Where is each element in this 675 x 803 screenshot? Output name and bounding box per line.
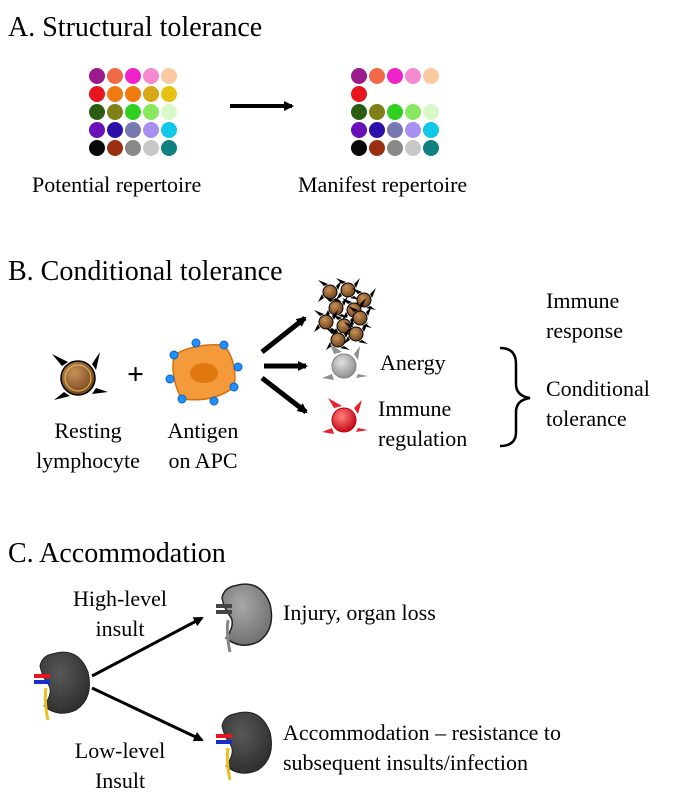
repertoire-dot [405,140,421,156]
regulatory-cell-icon [322,398,368,434]
antigen-label-1: Antigen [167,418,239,443]
repertoire-dot [387,68,403,84]
immune-response-label-2: response [546,318,623,343]
repertoire-dot [161,122,177,138]
repertoire-dot [423,104,439,120]
repertoire-dot [369,122,385,138]
repertoire-dot [369,104,385,120]
repertoire-dot [351,140,367,156]
manifest-repertoire-label: Manifest repertoire [298,172,468,197]
repertoire-dot [143,104,159,120]
repertoire-dot [107,86,123,102]
high-level-insult-label-2: insult [95,616,145,641]
repertoire-dot [125,68,141,84]
resting-label-1: Resting [54,418,122,443]
proliferating-cell [336,278,360,300]
accommodation-label-2: subsequent insults/infection [283,750,529,775]
plus-sign: + [127,358,145,391]
repertoire-dot [107,68,123,84]
resting-label-2: lymphocyte [36,448,140,473]
antigen-label-2: on APC [168,448,238,473]
repertoire-dot [161,86,177,102]
repertoire-dot [405,122,421,138]
antigen-presenting-cell-icon [165,338,243,406]
low-level-insult-label-2: Insult [94,768,146,793]
repertoire-dot [89,122,105,138]
repertoire-dot [107,140,123,156]
repertoire-dot [125,122,141,138]
high-level-insult-label-1: High-level [72,586,168,611]
section-b-title: B. Conditional tolerance [8,256,283,287]
arrow-low-level-insult [91,686,204,742]
immune-regulation-label-2: regulation [378,426,468,451]
repertoire-dot [89,140,105,156]
repertoire-dot [351,86,367,102]
repertoire-dot [125,140,141,156]
repertoire-dot [161,68,177,84]
arrow-to-regulation [260,376,308,414]
repertoire-dot [143,86,159,102]
accommodation-label-1: Accommodation – resistance to [283,720,561,745]
repertoire-dot [351,122,367,138]
proliferating-cell [348,306,372,328]
repertoire-dot [125,86,141,102]
repertoire-dot [369,68,385,84]
repertoire-dot [387,140,403,156]
proliferating-cell [344,322,368,344]
kidney-injured-icon [216,583,273,653]
anergic-cell-icon [322,344,368,380]
immune-response-label-1: Immune [546,288,620,313]
repertoire-dot [143,68,159,84]
repertoire-dot [125,104,141,120]
conditional-tolerance-label-2: tolerance [546,406,627,431]
repertoire-dot [387,104,403,120]
repertoire-dot [89,68,105,84]
repertoire-dot [161,140,177,156]
low-level-insult-label-1: Low-level [74,738,166,763]
repertoire-dot [423,68,439,84]
kidney-accommodated-icon [216,711,272,781]
repertoire-dot [369,140,385,156]
anergy-label: Anergy [380,350,446,375]
potential-repertoire-label: Potential repertoire [32,172,202,197]
repertoire-dot [423,140,439,156]
proliferating-cell [314,310,338,332]
injury-label: Injury, organ loss [283,600,436,625]
repertoire-dot [351,104,367,120]
potential-repertoire-grid [89,68,177,156]
repertoire-dot [107,104,123,120]
repertoire-dot [143,122,159,138]
repertoire-dot [89,104,105,120]
manifest-repertoire-grid [351,68,439,156]
conditional-tolerance-brace [499,346,531,448]
repertoire-dot [107,122,123,138]
immune-regulation-label-1: Immune [378,396,452,421]
repertoire-dot [161,104,177,120]
repertoire-dot [405,104,421,120]
kidney-source-icon [34,651,90,721]
repertoire-dot [405,68,421,84]
repertoire-dot [89,86,105,102]
arrow-to-immune-response [260,316,307,354]
proliferating-cell [326,328,350,350]
section-c-title: C. Accommodation [8,538,226,569]
repertoire-dot [143,140,159,156]
repertoire-dot [423,122,439,138]
conditional-tolerance-label-1: Conditional [546,376,650,401]
repertoire-dot [387,122,403,138]
proliferating-lymphocytes-icon [314,278,376,350]
section-a-title: A. Structural tolerance [8,12,263,43]
repertoire-dot [351,68,367,84]
resting-lymphocyte-icon [52,352,108,400]
arrow-high-level-insult [91,616,204,678]
